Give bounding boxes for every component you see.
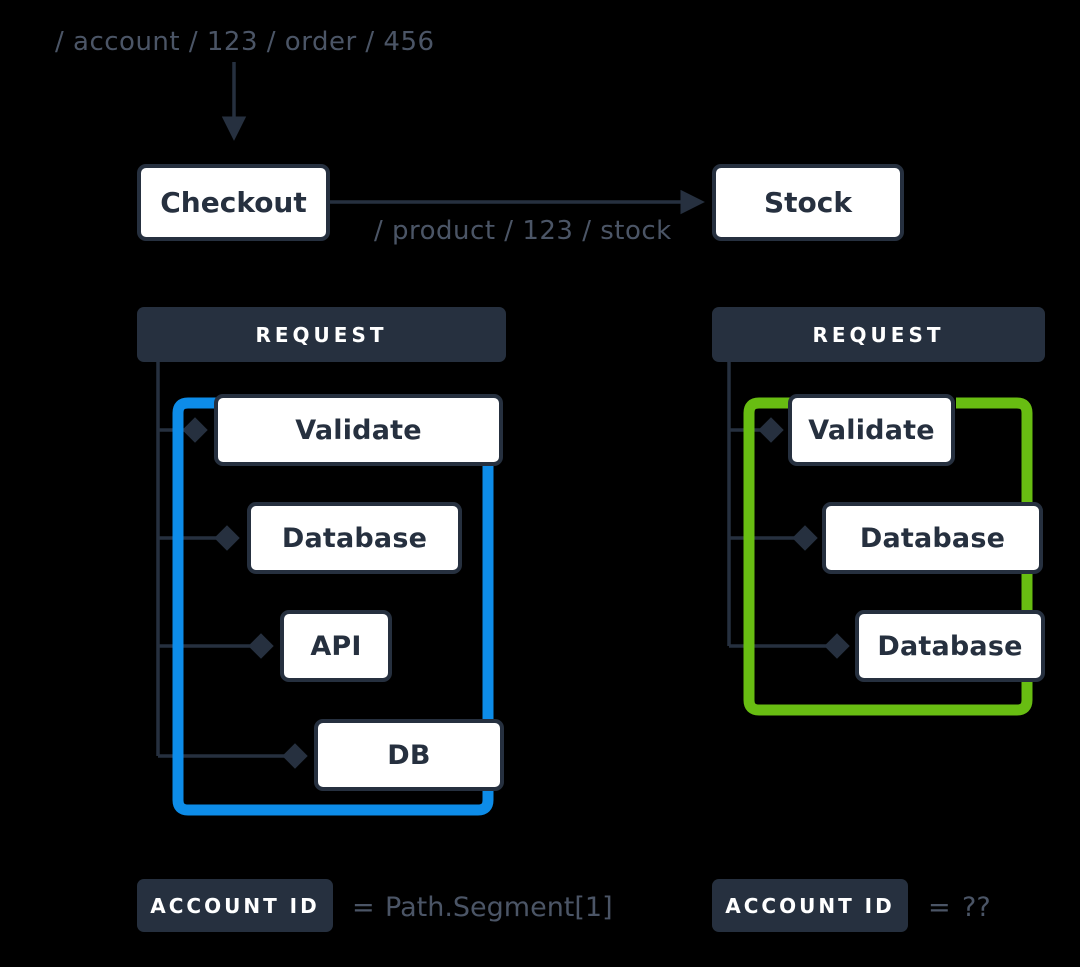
span-box-database-right-1[interactable]: Database <box>822 502 1043 574</box>
downstream-request-path-label: / product / 123 / stock <box>374 216 672 246</box>
left-account-id-value: Path.Segment[1] <box>385 892 613 923</box>
right-account-id-value: ?? <box>962 892 991 923</box>
right-account-id-equals: = <box>928 892 951 923</box>
right-panel-request-header: REQUEST <box>712 307 1045 362</box>
span-box-validate-left[interactable]: Validate <box>214 394 503 466</box>
left-account-id-badge: ACCOUNT ID <box>137 879 333 932</box>
right-account-id-badge: ACCOUNT ID <box>712 879 908 932</box>
service-box-stock[interactable]: Stock <box>712 164 904 241</box>
service-box-checkout[interactable]: Checkout <box>137 164 330 241</box>
left-account-id-equals: = <box>352 892 375 923</box>
span-box-db-left[interactable]: DB <box>314 719 504 791</box>
span-box-database-left[interactable]: Database <box>247 502 462 574</box>
span-box-api-left[interactable]: API <box>280 610 392 682</box>
span-box-database-right-2[interactable]: Database <box>855 610 1045 682</box>
incoming-request-path-label: / account / 123 / order / 456 <box>55 27 435 57</box>
left-panel-request-header: REQUEST <box>137 307 506 362</box>
left-span-markers <box>182 417 308 769</box>
span-box-validate-right[interactable]: Validate <box>788 394 955 466</box>
